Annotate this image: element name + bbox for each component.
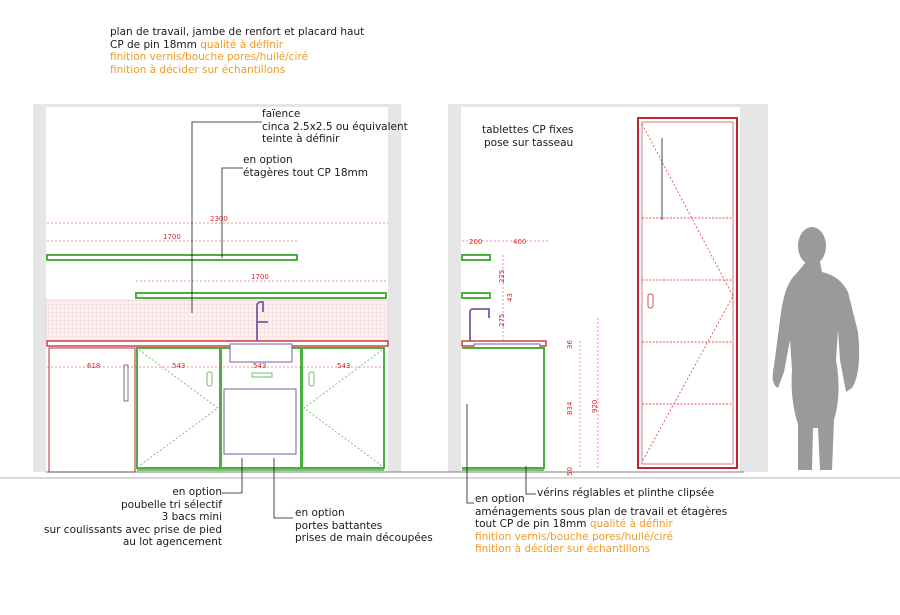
poubelle-line-3: 3 bacs mini: [161, 511, 222, 523]
shelves-line-1: en option: [243, 154, 293, 166]
verins-note: vérins réglables et plinthe clipsée: [537, 487, 714, 500]
dim-36: 36: [566, 340, 574, 349]
dim-43: 43: [506, 293, 514, 302]
header-line-1: plan de travail, jambe de renfort et pla…: [110, 26, 365, 38]
tablettes-note: tablettes CP fixes pose sur tasseau: [482, 124, 574, 149]
dim-618: 618: [87, 362, 100, 370]
worktop: [46, 340, 389, 347]
amenagements-line-3: tout CP de pin 18mm qualité à définir: [475, 518, 727, 531]
verins-line-1: vérins réglables et plinthe clipsée: [537, 487, 715, 499]
fridge-cabinet: [48, 347, 136, 473]
dim-50: 50: [566, 467, 574, 476]
amenagements-line-5: finition à décider sur échantillons: [475, 543, 651, 555]
leader-lines: [191, 121, 663, 519]
amenagements-line-3-orange: qualité à définir: [589, 518, 673, 530]
front-wall-right: [388, 104, 401, 472]
side-top-slab: [448, 104, 768, 107]
leader-portes: [273, 458, 293, 519]
faience-note: faïence cinca 2.5x2.5 ou équivalent tein…: [262, 108, 408, 146]
side-base-cabinet: [462, 347, 545, 469]
door-swing-3: [303, 349, 383, 467]
faience-line-2: cinca 2.5x2.5 ou équivalent: [262, 120, 408, 133]
amenagements-line-1: en option: [475, 493, 525, 505]
header-line-4: finition à décider sur échantillons: [110, 63, 286, 76]
amenagements-line-3-black: tout CP de pin 18mm: [475, 518, 587, 530]
dim-2300: 2300: [210, 215, 228, 223]
amenagements-line-2: aménagements sous plan de travail et éta…: [475, 505, 728, 518]
dim-275: 275: [498, 314, 506, 327]
side-lower-shelf: [461, 292, 491, 299]
side-upper-shelf: [461, 254, 491, 261]
side-elevation: 200 400 225 43 275 36 834 920 50: [448, 104, 768, 476]
dim-225: 225: [498, 270, 506, 283]
tall-cabinet-inner: [641, 121, 734, 465]
portes-line-2: portes battantes: [295, 519, 383, 532]
header-line-3: finition vernis/bouche pores/huilé/ciré: [110, 51, 309, 63]
dim-1700-lower: 1700: [251, 273, 269, 281]
dim-543-c: 543: [337, 362, 350, 370]
header-line-2: CP de pin 18mm qualité à définir: [110, 39, 364, 52]
dim-1700-top: 1700: [163, 233, 181, 241]
faucet: [256, 301, 268, 341]
amenagements-note: en option aménagements sous plan de trav…: [475, 493, 727, 556]
side-wall-left: [448, 104, 461, 472]
header-line-2-black: CP de pin 18mm: [110, 38, 197, 51]
portes-note: en option portes battantes prises de mai…: [295, 507, 433, 545]
side-faucet: [469, 308, 490, 341]
tall-cabinet: [637, 117, 738, 469]
dim-543-a: 543: [172, 362, 185, 370]
lower-shelf: [135, 292, 387, 299]
poubelle-line-2: poubelle tri sélectif: [120, 498, 222, 511]
header-line-2-orange: qualité à définir: [200, 38, 284, 51]
leader-verins: [525, 466, 536, 495]
shelves-note: en option étagères tout CP 18mm: [243, 154, 368, 179]
front-elevation: 2300 1700 1700 618 543 543 543: [33, 104, 401, 473]
door-swing-1: [138, 349, 219, 467]
dim-920: 920: [591, 400, 599, 413]
front-wall-left: [33, 104, 46, 472]
leader-poubelle: [222, 458, 243, 494]
poubelle-note: en option poubelle tri sélectif 3 bacs m…: [35, 486, 222, 549]
tile-backsplash: [45, 299, 389, 342]
upper-shelf: [46, 254, 298, 261]
tall-door-swing: [641, 123, 734, 463]
faience-line-3: teinte à définir: [262, 133, 340, 145]
header-note: plan de travail, jambe de renfort et pla…: [110, 26, 364, 76]
front-top-slab: [33, 104, 401, 107]
leader-faience: [191, 121, 262, 313]
tablettes-line-1: tablettes CP fixes: [482, 124, 574, 136]
bin-drawer: [223, 388, 297, 455]
poubelle-line-1: en option: [172, 486, 222, 498]
dim-834: 834: [566, 401, 574, 415]
tablettes-line-2: pose sur tasseau: [484, 136, 574, 149]
door-grip-1: [206, 371, 213, 387]
portes-line-1: en option: [295, 507, 345, 519]
poubelle-line-4: sur coulissants avec prise de pied: [44, 523, 222, 536]
fridge-handle: [123, 364, 129, 402]
dim-543-b: 543: [253, 362, 266, 370]
leader-shelves: [221, 167, 243, 258]
person-silhouette: [772, 227, 860, 470]
dim-200: 200: [469, 238, 482, 246]
portes-line-3: prises de main découpées: [295, 532, 433, 544]
faience-line-1: faïence: [262, 108, 301, 120]
poubelle-line-5: au lot agencement: [122, 536, 222, 548]
side-wall-right: [740, 104, 768, 472]
base-cabinet-3: [301, 347, 385, 469]
leader-amenagements: [466, 404, 474, 504]
sink-basin: [229, 343, 293, 363]
drawer-handle: [251, 372, 273, 378]
tall-cabinet-grip: [647, 293, 654, 309]
dim-400: 400: [513, 238, 526, 246]
shelves-line-2: étagères tout CP 18mm: [243, 166, 368, 179]
door-grip-3: [308, 371, 315, 387]
amenagements-line-4: finition vernis/bouche pores/huilé/ciré: [475, 530, 674, 543]
